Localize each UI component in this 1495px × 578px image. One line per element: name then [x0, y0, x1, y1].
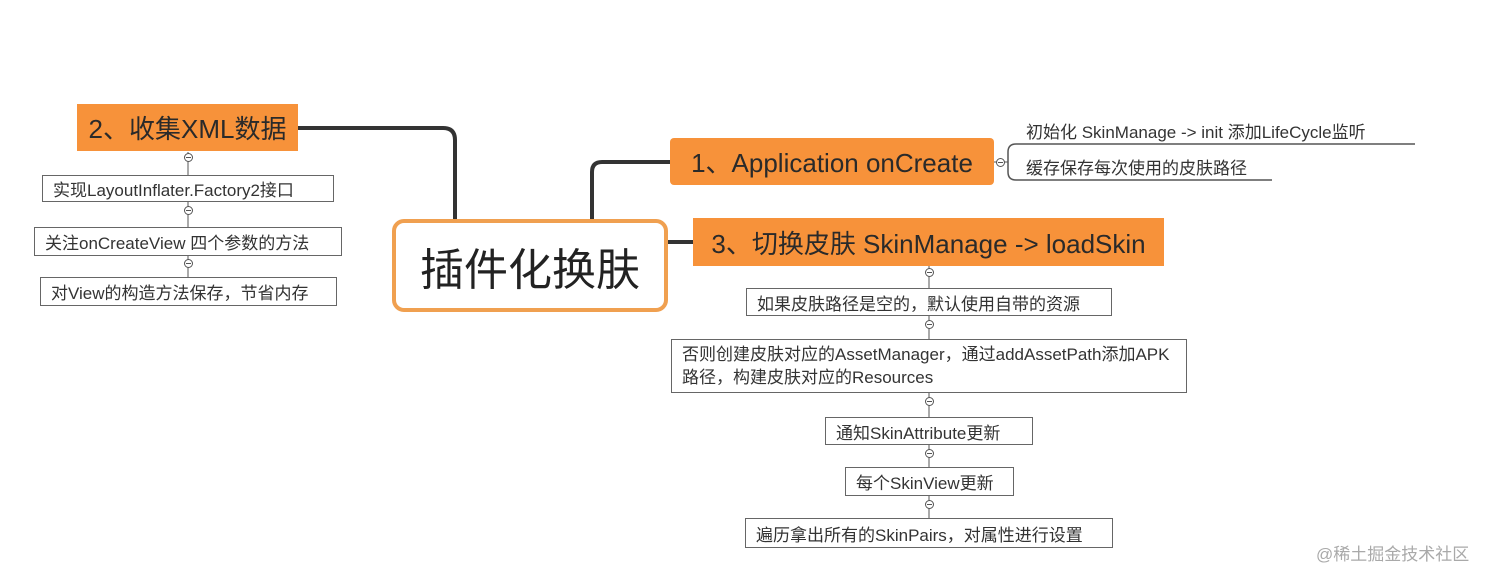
collapse-knob-icon[interactable] — [925, 500, 934, 509]
topic-switch-skin[interactable]: 3、切换皮肤 SkinManage -> loadSkin — [693, 218, 1164, 266]
collapse-knob-icon[interactable] — [184, 153, 193, 162]
collapse-knob-icon[interactable] — [925, 449, 934, 458]
watermark: @稀土掘金技术社区 — [1316, 545, 1470, 564]
subtopic-constructor-cache[interactable]: 对View的构造方法保存，节省内存 — [40, 277, 337, 306]
subtopic-factory2[interactable]: 实现LayoutInflater.Factory2接口 — [42, 175, 334, 202]
subtopic-skinview-update[interactable]: 每个SkinView更新 — [845, 467, 1014, 496]
central-topic[interactable]: 插件化换肤 — [392, 219, 668, 312]
collapse-knob-icon[interactable] — [925, 268, 934, 277]
topic-application-oncreate[interactable]: 1、Application onCreate — [670, 138, 994, 185]
collapse-knob-icon[interactable] — [996, 158, 1005, 167]
collapse-knob-icon[interactable] — [925, 397, 934, 406]
collapse-knob-icon[interactable] — [184, 259, 193, 268]
subtopic-oncreateview[interactable]: 关注onCreateView 四个参数的方法 — [34, 227, 342, 256]
subtopic-cache-skin-path[interactable]: 缓存保存每次使用的皮肤路径 — [1026, 159, 1247, 178]
collapse-knob-icon[interactable] — [925, 320, 934, 329]
subtopic-skinmanage-init[interactable]: 初始化 SkinManage -> init 添加LifeCycle监听 — [1026, 123, 1366, 142]
topic-collect-xml[interactable]: 2、收集XML数据 — [77, 104, 298, 151]
collapse-knob-icon[interactable] — [184, 206, 193, 215]
subtopic-assetmanager[interactable]: 否则创建皮肤对应的AssetManager，通过addAssetPath添加AP… — [671, 339, 1187, 393]
subtopic-default-resources[interactable]: 如果皮肤路径是空的，默认使用自带的资源 — [746, 288, 1112, 316]
subtopic-iterate-skinpairs[interactable]: 遍历拿出所有的SkinPairs，对属性进行设置 — [745, 518, 1113, 548]
subtopic-notify-skinattribute[interactable]: 通知SkinAttribute更新 — [825, 417, 1033, 445]
